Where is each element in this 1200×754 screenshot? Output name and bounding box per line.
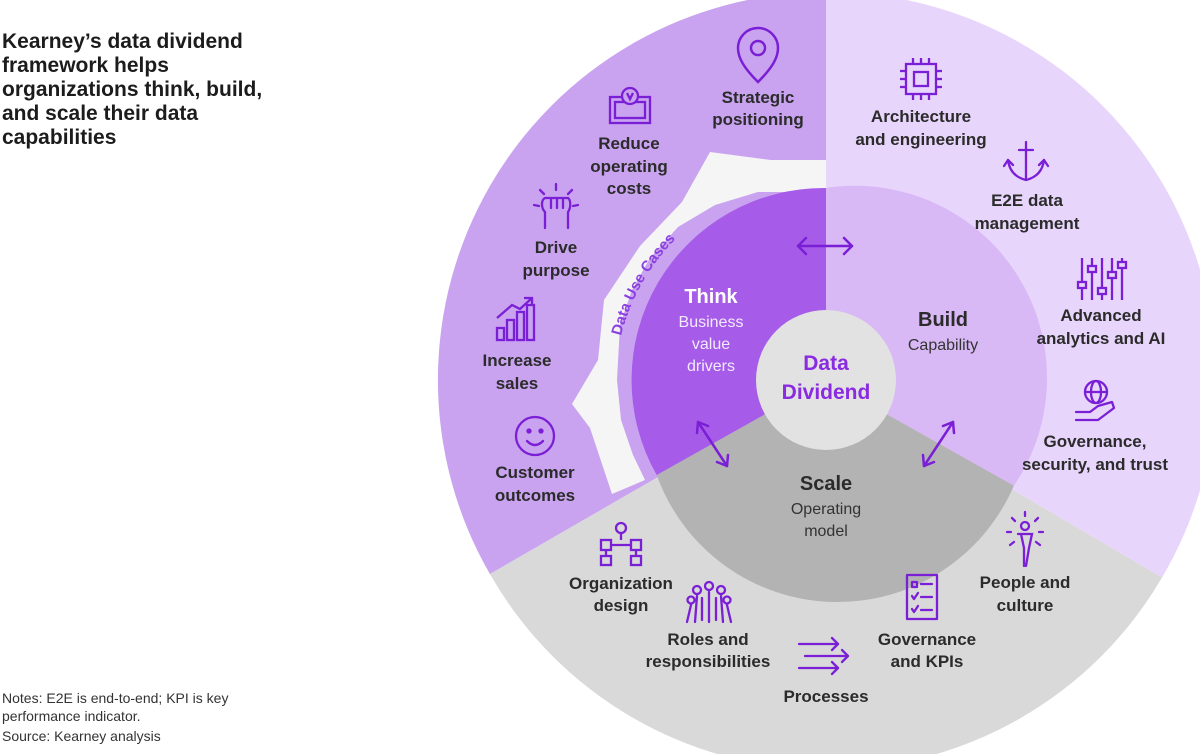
scale-item-line2: and KPIs <box>891 652 964 671</box>
build-sub1: Capability <box>908 337 978 354</box>
scale-item-line1: Roles and <box>667 630 748 649</box>
build-item-line1: Architecture <box>871 107 971 126</box>
think-item-line2: operating <box>590 157 667 176</box>
build-title: Build <box>918 309 968 331</box>
think-sub1: Business <box>679 314 744 331</box>
build-item-line2: security, and trust <box>1022 455 1168 474</box>
build-item-advanced-analytics: Advanced analytics and AI <box>1037 258 1166 348</box>
think-item-line1: Drive <box>535 238 578 257</box>
notes: Notes: E2E is end-to-end; KPI is key per… <box>2 689 262 747</box>
scale-sub1: Operating <box>791 501 861 518</box>
chip-icon <box>900 58 942 100</box>
checklist-icon <box>905 573 939 621</box>
double-arrow-icon <box>796 236 854 256</box>
scale-inner-sector <box>656 380 1014 603</box>
think-item-line3: costs <box>607 179 651 198</box>
smiley-face-icon <box>514 415 556 457</box>
source-line: Source: Kearney analysis <box>2 728 161 744</box>
build-item-architecture: Architecture and engineering <box>855 58 987 149</box>
scale-item-line1: Processes <box>783 687 868 706</box>
think-item-line1: Reduce <box>598 134 659 153</box>
build-item-e2e-data-management: E2E data management <box>975 140 1080 233</box>
scale-item-people-culture: People and culture <box>980 510 1071 615</box>
think-item-line2: sales <box>496 374 539 393</box>
growth-bar-chart-icon <box>495 296 536 342</box>
build-item-governance-security: Governance, security, and trust <box>1022 379 1168 474</box>
location-pin-icon <box>736 26 780 84</box>
globe-hand-icon <box>1074 379 1116 422</box>
think-item-line2: positioning <box>712 110 804 129</box>
scale-title: Scale <box>800 473 852 495</box>
people-group-icon <box>685 580 733 624</box>
think-sub3: drivers <box>687 358 735 375</box>
scale-item-roles: Roles and responsibilities <box>646 580 771 671</box>
sliders-icon <box>1076 258 1128 300</box>
raised-fist-icon <box>532 182 580 230</box>
scale-item-organization-design: Organization design <box>569 521 673 615</box>
center-line1: Data <box>803 352 849 375</box>
build-item-line2: and engineering <box>855 130 986 149</box>
think-item-line1: Strategic <box>722 88 795 107</box>
think-item-line2: outcomes <box>495 486 575 505</box>
build-item-line1: Advanced <box>1060 306 1141 325</box>
scale-item-line1: Governance <box>878 630 976 649</box>
think-item-drive-purpose: Drive purpose <box>522 182 590 280</box>
build-item-line1: Governance, <box>1044 432 1147 451</box>
think-item-customer-outcomes: Customer outcomes <box>495 415 575 505</box>
think-item-line2: purpose <box>522 261 589 280</box>
build-item-line1: E2E data <box>991 191 1063 210</box>
think-title: Think <box>684 286 738 308</box>
think-item-strategic-positioning: Strategic positioning <box>712 26 804 129</box>
scale-item-line2: responsibilities <box>646 652 771 671</box>
anchor-icon <box>1002 140 1050 182</box>
scale-item-line2: culture <box>997 596 1054 615</box>
arrows-icon <box>797 636 850 676</box>
scale-sub2: model <box>804 523 848 540</box>
think-sub2: value <box>692 336 730 353</box>
double-arrow-icon <box>921 420 956 468</box>
scale-item-line2: design <box>594 596 649 615</box>
build-item-line2: management <box>975 214 1080 233</box>
scale-item-governance-kpis: Governance and KPIs <box>878 573 976 671</box>
scale-item-line1: People and <box>980 573 1071 592</box>
org-chart-icon <box>599 521 643 567</box>
build-item-line2: analytics and AI <box>1037 329 1166 348</box>
center-line2: Dividend <box>782 381 871 404</box>
scale-item-processes: Processes <box>783 636 869 706</box>
think-item-reduce-operating-costs: Reduce operating costs <box>590 86 668 198</box>
money-bill-icon <box>608 86 652 125</box>
think-item-increase-sales: Increase sales <box>483 296 552 393</box>
think-item-line1: Customer <box>495 463 575 482</box>
page-title: Kearney’s data dividend framework helps … <box>2 30 263 149</box>
person-spark-icon <box>1005 510 1045 568</box>
notes-definitions: Notes: E2E is end-to-end; KPI is key per… <box>2 690 229 724</box>
scale-item-line1: Organization <box>569 574 673 593</box>
data-use-cases-gear-ring <box>572 152 826 494</box>
double-arrow-icon <box>695 420 730 468</box>
think-item-line1: Increase <box>483 351 552 370</box>
center-circle <box>756 310 896 450</box>
